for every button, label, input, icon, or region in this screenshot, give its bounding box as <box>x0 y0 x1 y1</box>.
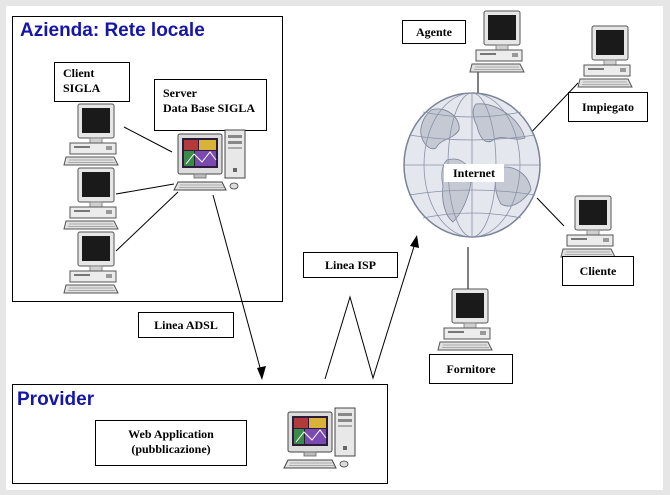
client-computer-2 <box>63 167 119 230</box>
client1-server-link <box>123 126 173 153</box>
web-app-label-line1: Web Application <box>128 427 214 441</box>
provider-frame <box>12 384 388 484</box>
isp-arrowhead <box>410 235 419 248</box>
diagram-canvas: Azienda: Rete locale Client SIGLA Server… <box>6 6 663 490</box>
isp-link <box>324 239 417 380</box>
server-label-line2: Data Base SIGLA <box>163 101 256 115</box>
isp-line-label: Linea ISP <box>303 252 398 278</box>
adsl-link <box>212 194 263 376</box>
provider-server-computer <box>283 407 356 469</box>
impiegato-computer <box>577 25 633 88</box>
client-label-line1: Client <box>63 66 95 80</box>
provider-title: Provider <box>17 389 95 410</box>
agente-computer <box>469 10 525 73</box>
cliente-link <box>536 197 565 227</box>
adsl-line-label: Linea ADSL <box>138 312 234 338</box>
azienda-title: Azienda: Rete locale <box>20 20 205 41</box>
client-sigla-label: Client SIGLA <box>54 62 130 102</box>
internet-label: Internet <box>444 164 504 182</box>
client2-server-link <box>115 183 175 195</box>
client3-server-link <box>115 191 179 252</box>
impiegato-label: Impiegato <box>568 92 648 122</box>
cliente-computer <box>560 195 616 258</box>
agente-label: Agente <box>402 20 466 44</box>
server-sigla-label: Server Data Base SIGLA <box>154 79 267 131</box>
azienda-lan-frame <box>12 16 283 302</box>
web-application-label: Web Application (pubblicazione) <box>95 420 247 466</box>
client-label-line2: SIGLA <box>63 81 101 95</box>
database-server-computer <box>173 129 246 191</box>
client-computer-1 <box>63 103 119 166</box>
adsl-arrowhead <box>257 366 266 380</box>
web-app-label-line2: (pubblicazione) <box>131 442 211 456</box>
fornitore-computer <box>437 288 493 351</box>
cliente-label: Cliente <box>562 256 634 286</box>
fornitore-label: Fornitore <box>429 354 513 384</box>
server-label-line1: Server <box>163 86 197 100</box>
client-computer-3 <box>63 231 119 294</box>
